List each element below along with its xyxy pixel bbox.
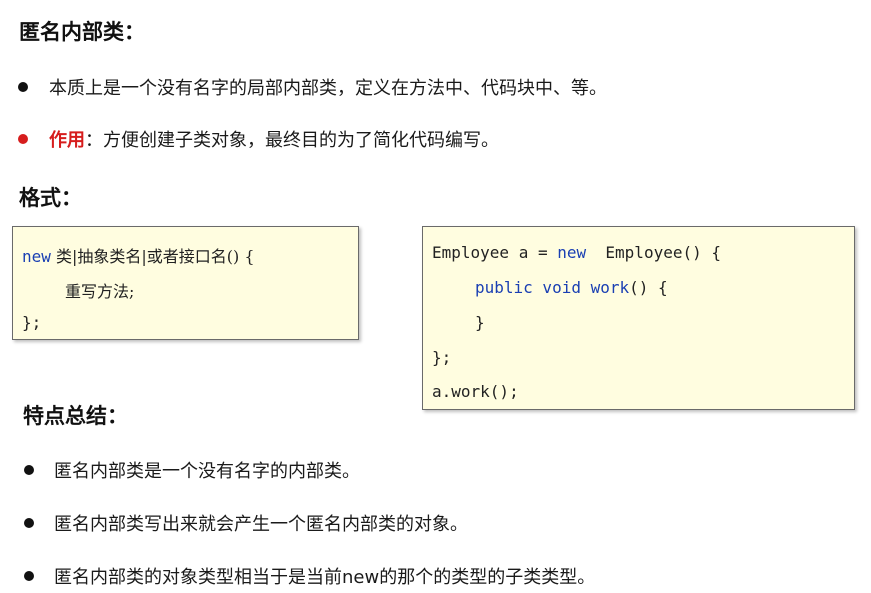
list-item: 匿名内部类是一个没有名字的内部类。 xyxy=(24,457,360,483)
format-heading: 格式： xyxy=(19,186,82,210)
code-keyword: public void work xyxy=(475,278,630,297)
example-code-box: Employee a = new Employee() { public voi… xyxy=(422,226,855,410)
code-line: Employee a = new Employee() { xyxy=(432,243,721,262)
bullet-dot-red xyxy=(18,134,28,144)
purpose-text: ：方便创建子类对象，最终目的为了简化代码编写。 xyxy=(85,130,499,151)
code-keyword: new xyxy=(557,243,587,262)
code-line: 重写方法; xyxy=(65,282,135,301)
code-text: Employee a = xyxy=(432,243,558,262)
code-keyword: new xyxy=(22,247,51,266)
list-item: 匿名内部类的对象类型相当于是当前new的那个的类型的子类类型。 xyxy=(24,563,595,589)
summary-text: 匿名内部类写出来就会产生一个匿名内部类的对象。 xyxy=(54,514,468,535)
code-line: new 类|抽象类名|或者接口名() { xyxy=(22,243,255,267)
summary-heading: 特点总结： xyxy=(23,404,128,428)
code-text: () { xyxy=(629,278,668,297)
summary-text: 匿名内部类的对象类型相当于是当前new的那个的类型的子类类型。 xyxy=(54,567,596,588)
summary-text: 匿名内部类是一个没有名字的内部类。 xyxy=(54,461,360,482)
page-title: 匿名内部类： xyxy=(19,20,145,44)
code-line: public void work() { xyxy=(475,278,668,297)
code-line: } xyxy=(475,313,485,332)
bullet-dot xyxy=(24,518,34,528)
list-item: 作用 ：方便创建子类对象，最终目的为了简化代码编写。 xyxy=(18,126,499,152)
intro-text: 本质上是一个没有名字的局部内部类，定义在方法中、代码块中、等。 xyxy=(49,78,607,99)
list-item: 匿名内部类写出来就会产生一个匿名内部类的对象。 xyxy=(24,510,468,536)
purpose-label: 作用 xyxy=(49,130,85,151)
code-line: a.work(); xyxy=(432,382,519,401)
syntax-code-box: new 类|抽象类名|或者接口名() { 重写方法; }; xyxy=(12,226,359,340)
bullet-dot xyxy=(18,82,28,92)
list-item: 本质上是一个没有名字的局部内部类，定义在方法中、代码块中、等。 xyxy=(18,74,607,100)
code-text: 类|抽象类名|或者接口名() { xyxy=(50,247,255,266)
code-line: }; xyxy=(22,313,42,332)
code-line: }; xyxy=(432,348,452,367)
bullet-dot xyxy=(24,571,34,581)
bullet-dot xyxy=(24,465,34,475)
code-text: Employee() { xyxy=(586,243,721,262)
